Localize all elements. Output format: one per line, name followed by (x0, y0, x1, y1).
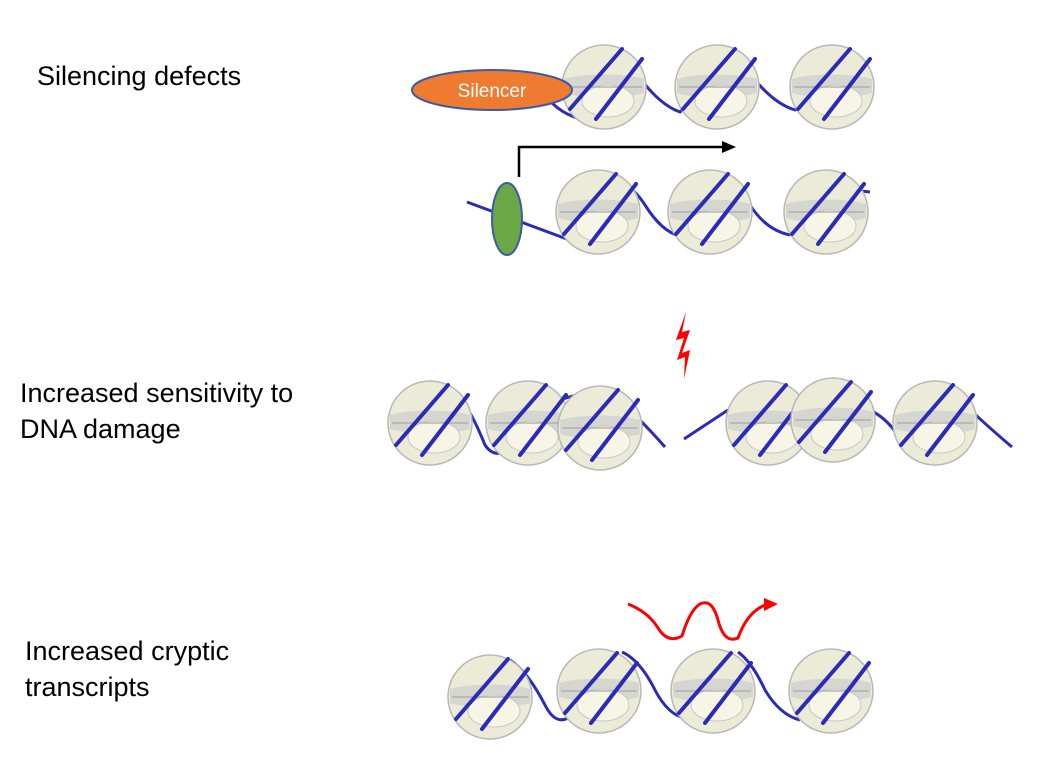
label-silencing-text: Silencing defects (37, 61, 242, 91)
nucleosome (484, 379, 572, 467)
nucleosome (555, 647, 643, 735)
row-cryptic (446, 647, 875, 741)
nucleosome (788, 43, 876, 131)
nucleosome (789, 376, 877, 464)
nucleosome (446, 653, 534, 741)
label-silencing-defects: Silencing defects (37, 58, 241, 94)
nucleosome (787, 647, 875, 735)
row-dna-damage (386, 376, 1013, 472)
lightning-bolt-icon (676, 312, 690, 379)
label-damage-line1: Increased sensitivity to (20, 378, 294, 408)
label-damage-line2: DNA damage (20, 414, 181, 444)
label-dna-damage: Increased sensitivity to DNA damage (20, 375, 293, 447)
nucleosome (782, 168, 870, 256)
nucleosome (891, 379, 979, 467)
silencer-protein: Silencer (411, 69, 573, 111)
label-cryptic-line1: Increased cryptic (25, 636, 230, 666)
nucleosome (560, 43, 648, 131)
bent-arrow-icon (517, 141, 736, 177)
activator-protein (491, 182, 523, 256)
nucleosome (669, 647, 757, 735)
silencer-label: Silencer (458, 81, 527, 102)
nucleosome (666, 168, 754, 256)
row-silencing: Silencer (411, 43, 876, 131)
dna-strand (509, 650, 801, 722)
label-cryptic-transcripts: Increased cryptic transcripts (25, 633, 229, 705)
nucleosome (386, 379, 474, 467)
row-transcription (466, 141, 871, 256)
nucleosome (673, 43, 761, 131)
wavy-arrow-icon (627, 598, 778, 641)
label-cryptic-line2: transcripts (25, 672, 150, 702)
nucleosome (556, 384, 644, 472)
nucleosome (554, 168, 642, 256)
